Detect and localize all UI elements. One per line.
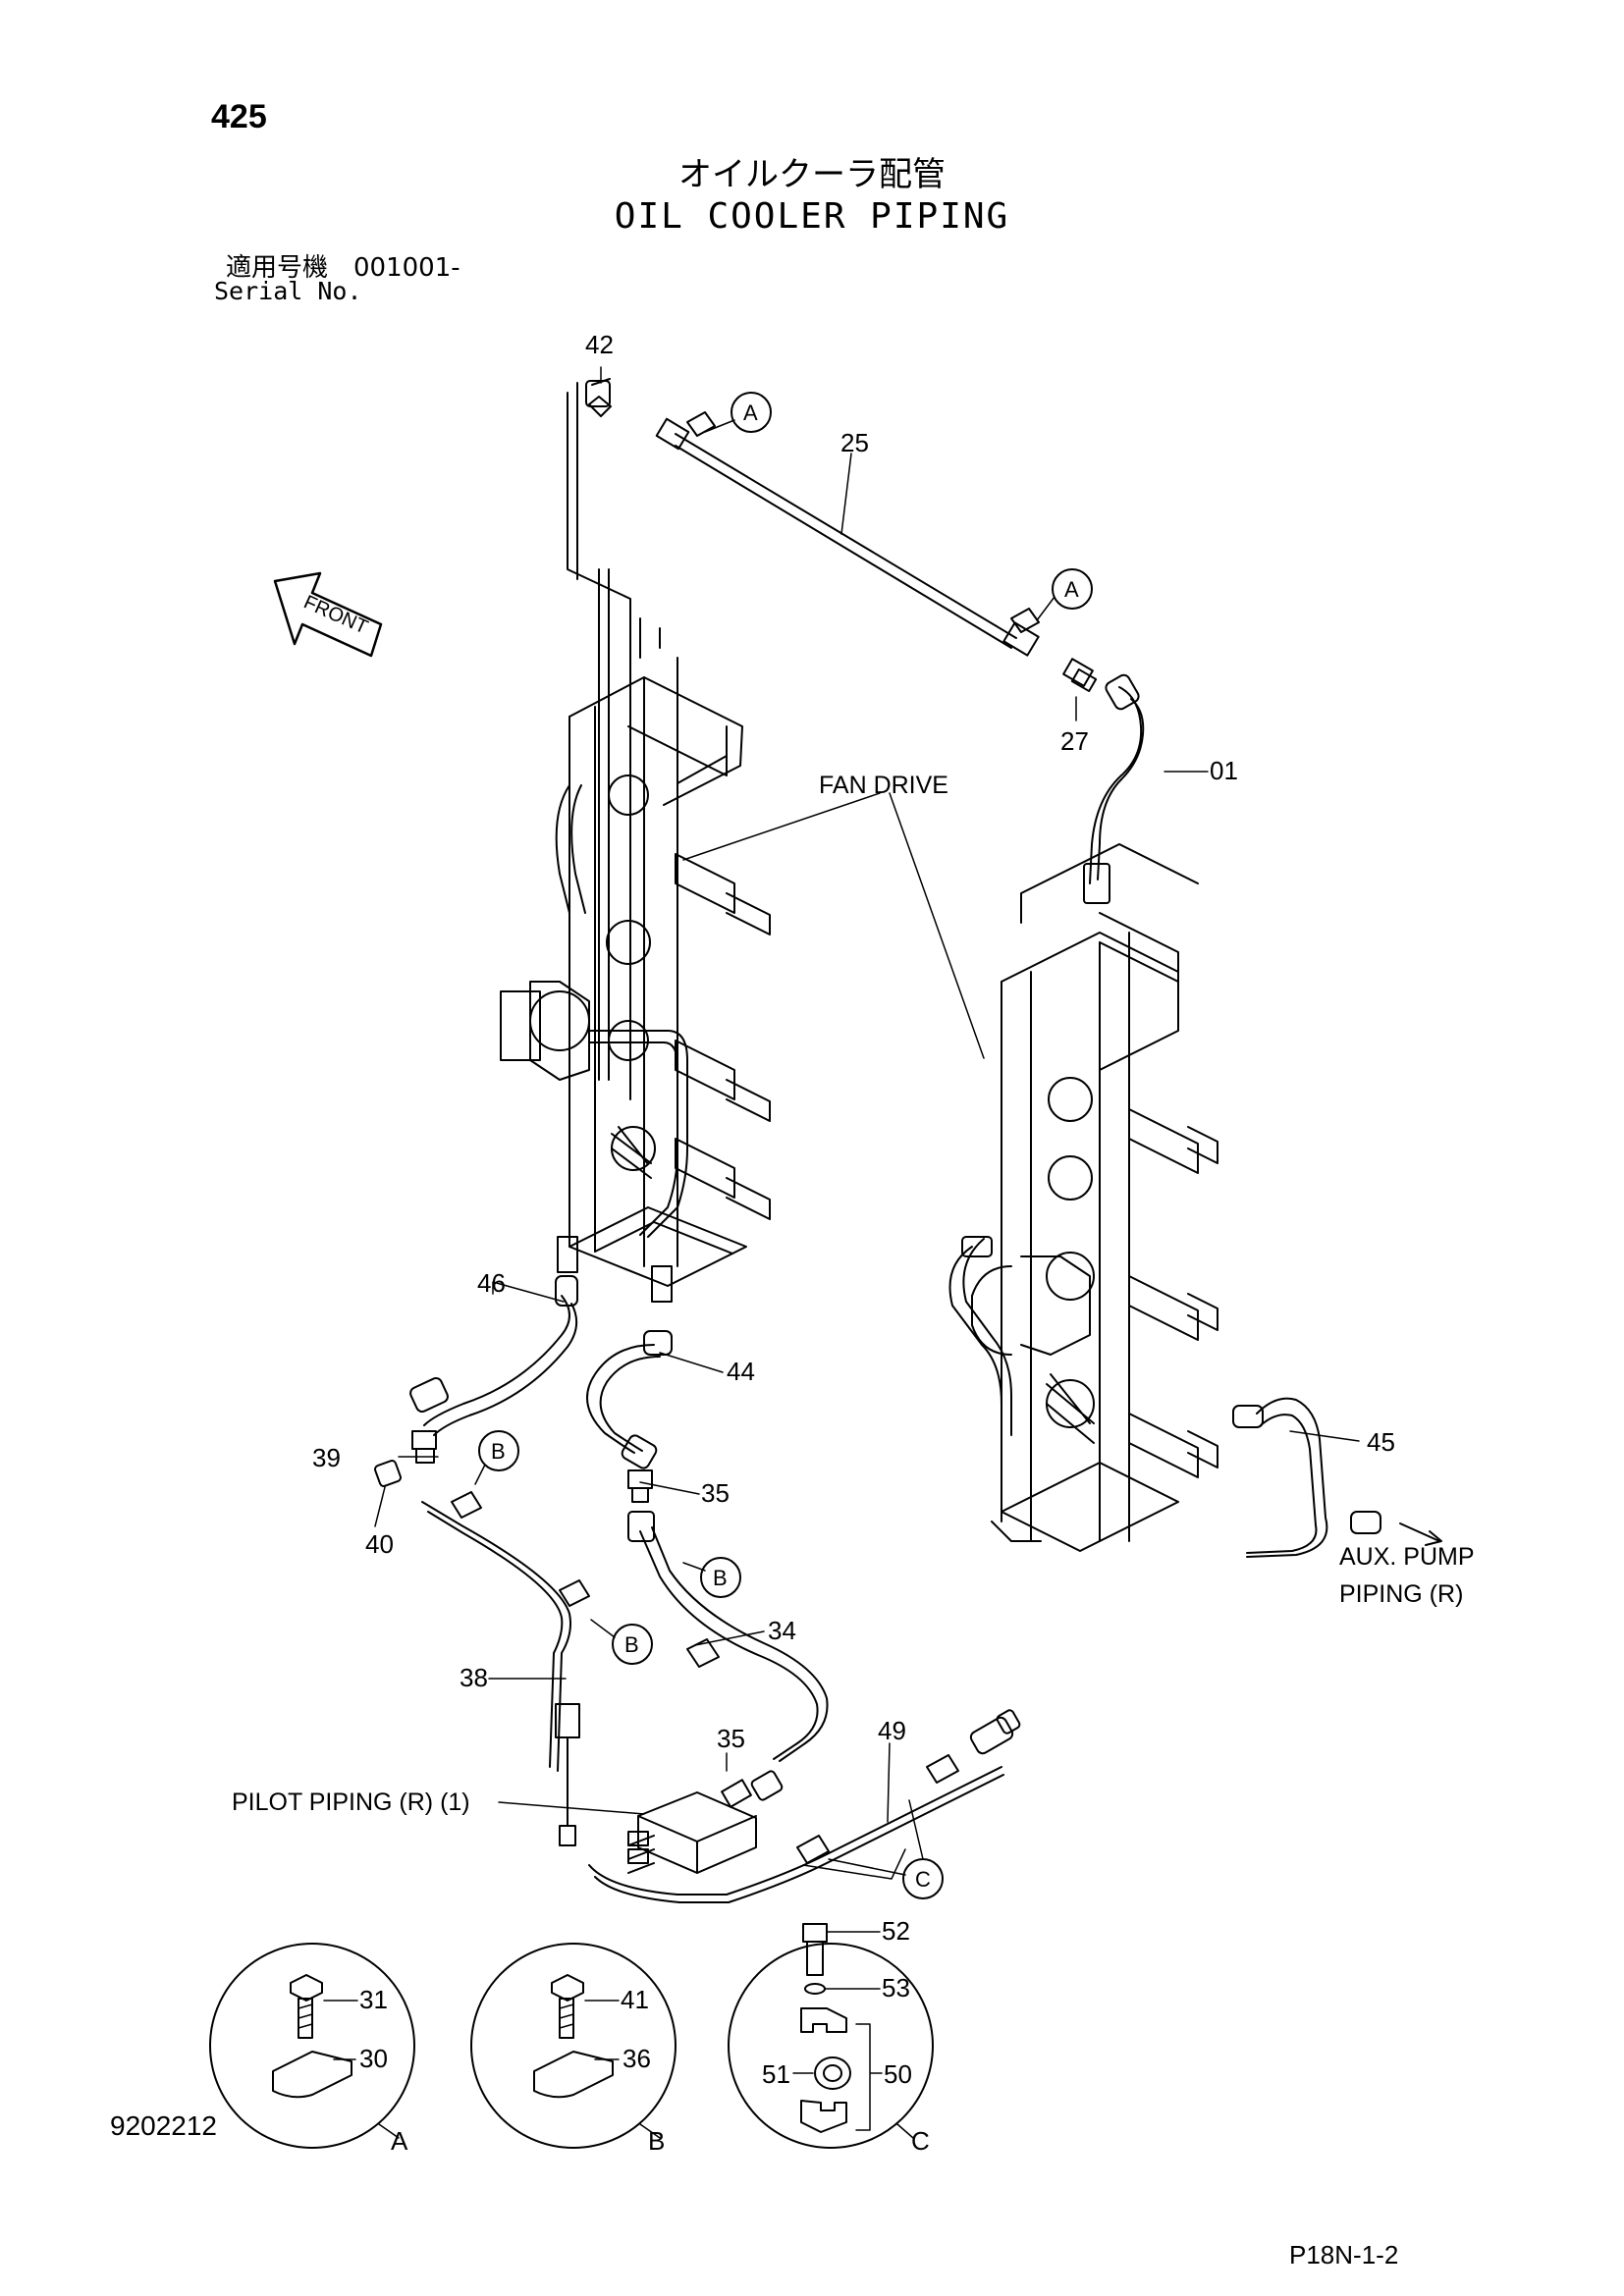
detail-view-c-label: C (911, 2126, 930, 2156)
part-label-49: 49 (878, 1716, 906, 1745)
pipe-49 (588, 1709, 1021, 1903)
aux-pump-label-line2: PIPING (R) (1339, 1580, 1463, 1608)
fan-drive-label: FAN DRIVE (819, 772, 948, 799)
front-direction-arrow: FRONT (273, 571, 383, 658)
svg-text:A: A (1064, 577, 1079, 602)
pilot-valve-block (627, 1791, 757, 1874)
serial-label: Serial No. (214, 277, 362, 305)
leader-lines (374, 366, 1360, 1880)
fittings-39-40 (374, 1430, 437, 1487)
marker-b1 (478, 1430, 519, 1471)
left-cooler-frame (500, 382, 771, 1303)
part-label-31: 31 (359, 1985, 388, 2014)
page-title: OIL COOLER PIPING (614, 196, 1010, 237)
fitting-27 (1062, 658, 1098, 693)
part-label-40: 40 (365, 1529, 394, 1559)
hose-01 (1083, 673, 1145, 904)
hose-45 (1232, 1397, 1442, 1558)
part-label-38: 38 (460, 1663, 488, 1692)
marker-b3 (700, 1557, 741, 1598)
part-label-27: 27 (1060, 726, 1089, 756)
part-label-50: 50 (884, 2059, 912, 2089)
detail-view-a-label: A (391, 2126, 408, 2156)
right-cooler-frame (948, 843, 1218, 1552)
part-label-51: 51 (762, 2059, 790, 2089)
svg-text:A: A (743, 400, 758, 425)
callout-texts: FAN DRIVE AUX. PUMP PIPING (R) PILOT PIP… (232, 772, 1475, 1816)
marker-a1 (731, 392, 772, 433)
part-label-39: 39 (312, 1443, 341, 1472)
part-number-labels: 42 25 27 01 46 44 39 40 35 34 38 35 49 4… (312, 330, 1395, 1753)
page-code: P18N-1-2 (1289, 2240, 1399, 2269)
part-label-52: 52 (882, 1916, 910, 1946)
part-label-42: 42 (585, 330, 614, 359)
part-label-36: 36 (623, 2044, 651, 2073)
marker-a2 (1052, 568, 1093, 610)
hose-46 (409, 1275, 578, 1436)
part-label-34: 34 (768, 1616, 796, 1645)
hose-44 (586, 1330, 673, 1469)
part-label-45: 45 (1367, 1427, 1395, 1457)
marker-b2 (612, 1624, 653, 1665)
part-label-30: 30 (359, 2044, 388, 2073)
aux-pump-label-line1: AUX. PUMP (1339, 1543, 1475, 1571)
part-label-44: 44 (727, 1357, 755, 1386)
part-label-41: 41 (621, 1985, 649, 2014)
title-japanese: オイルクーラ配管 (678, 155, 946, 194)
detail-view-b-label: B (648, 2126, 665, 2156)
detail-view-b: 41 36 B (470, 1943, 677, 2156)
svg-text:B: B (491, 1439, 506, 1464)
detail-markers: A A B B B C (474, 392, 1093, 1899)
fittings-35 (627, 1469, 752, 1808)
pipe-25 (585, 378, 1040, 657)
pilot-piping-label: PILOT PIPING (R) (1) (232, 1789, 470, 1816)
detail-view-a: 31 30 A (209, 1943, 415, 2156)
pipe-38 (421, 1491, 590, 1846)
part-label-46: 46 (477, 1268, 506, 1298)
part-label-35-upper: 35 (701, 1478, 730, 1508)
page-number: 425 (211, 98, 267, 135)
part-label-25: 25 (840, 428, 869, 457)
svg-text:B: B (624, 1632, 639, 1657)
part-label-01: 01 (1210, 756, 1238, 785)
svg-text:B: B (713, 1566, 728, 1590)
serial-label-japanese: 適用号機 001001- (226, 253, 460, 283)
marker-c-leaders (828, 1799, 924, 1876)
part-label-35-lower: 35 (717, 1724, 745, 1753)
pipe-34 (627, 1511, 829, 1801)
front-label: FRONT (300, 591, 371, 638)
part-label-53: 53 (882, 1973, 910, 2002)
drawing-code: 9202212 (110, 2110, 218, 2141)
detail-view-c: 52 53 51 50 C (728, 1916, 934, 2156)
svg-text:C: C (915, 1867, 931, 1892)
